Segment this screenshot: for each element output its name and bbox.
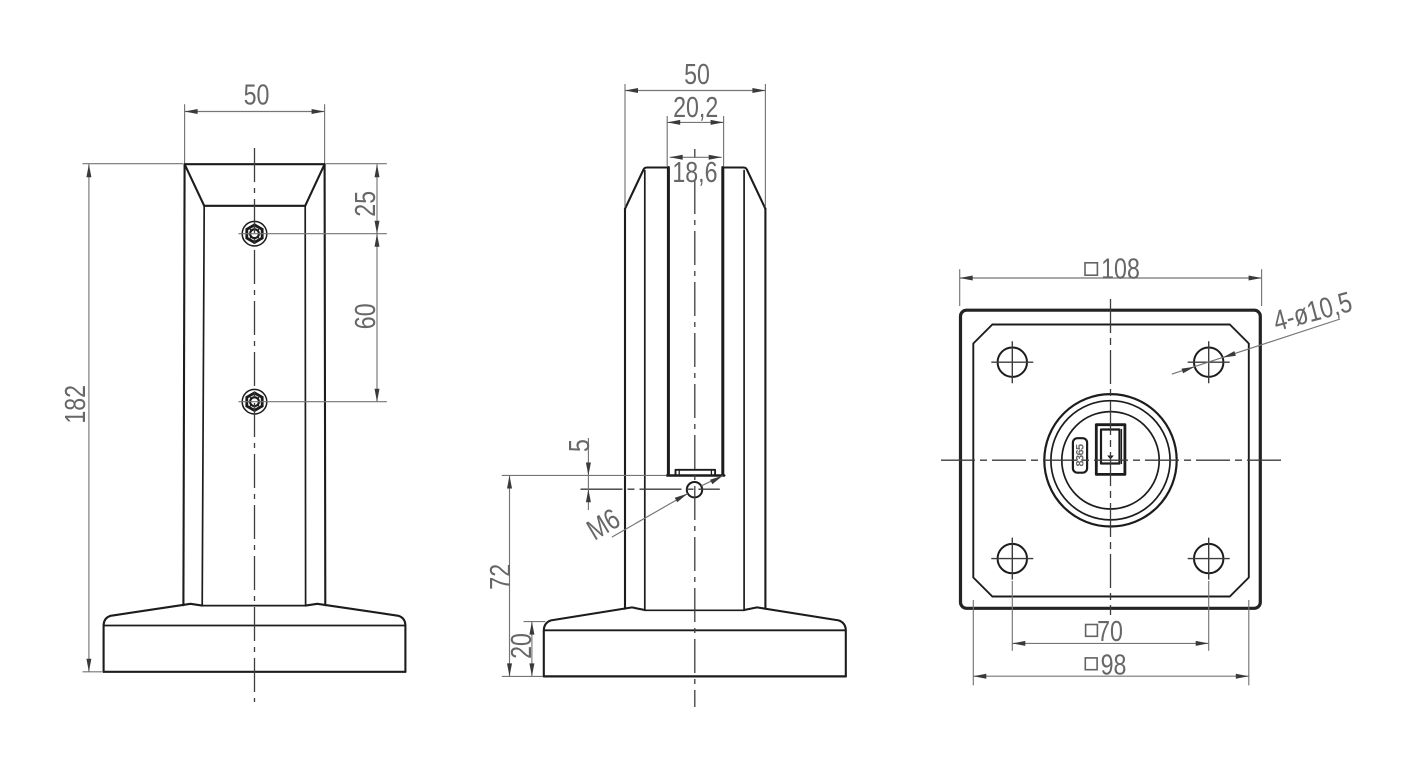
- svg-text:72: 72: [483, 564, 516, 590]
- svg-text:18,6: 18,6: [672, 156, 717, 189]
- svg-text:108: 108: [1101, 252, 1140, 285]
- svg-text:50: 50: [244, 78, 270, 111]
- svg-text:50: 50: [684, 58, 710, 91]
- svg-text:8365: 8365: [1074, 444, 1086, 467]
- svg-text:70: 70: [1097, 615, 1123, 648]
- svg-text:5: 5: [562, 439, 595, 452]
- svg-text:20: 20: [505, 633, 538, 659]
- svg-text:25: 25: [348, 191, 381, 217]
- svg-text:98: 98: [1101, 648, 1127, 681]
- svg-text:60: 60: [348, 303, 381, 329]
- svg-text:182: 182: [58, 385, 91, 424]
- svg-text:20,2: 20,2: [673, 91, 718, 124]
